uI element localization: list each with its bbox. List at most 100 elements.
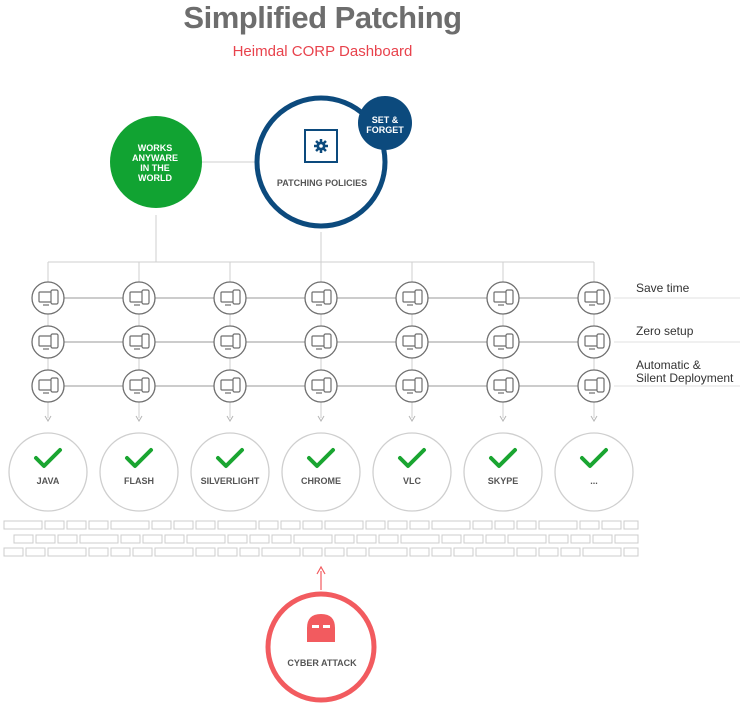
wall-brick [35, 534, 56, 544]
computer-icon [311, 289, 332, 306]
wall-brick [409, 520, 430, 530]
computer-icon [38, 289, 59, 306]
page-subtitle: Heimdal CORP Dashboard [232, 43, 413, 60]
benefit-save-time: Save time [636, 281, 690, 295]
wall-brick [57, 534, 78, 544]
wall-brick [485, 534, 506, 544]
computer-icon [402, 289, 423, 306]
wall-brick [579, 520, 600, 530]
device-node [31, 325, 65, 359]
device-node [395, 281, 429, 315]
computer-icon [129, 377, 150, 394]
wall-brick [378, 534, 399, 544]
wall-brick [173, 520, 194, 530]
wall-brick [623, 547, 639, 557]
wall-brick [368, 547, 408, 557]
device-node [304, 281, 338, 315]
product-circle [190, 432, 270, 512]
wall-brick [293, 534, 333, 544]
cyber-attack-circle [265, 591, 377, 703]
wall-brick [217, 547, 238, 557]
down-arrow-icon [408, 415, 416, 422]
wall-brick [516, 547, 537, 557]
down-arrow-icon [499, 415, 507, 422]
wall-brick [66, 520, 87, 530]
up-arrow-icon [316, 565, 326, 575]
down-arrow-icon [44, 415, 52, 422]
product-circle [463, 432, 543, 512]
wall-brick [195, 547, 216, 557]
product-node [8, 432, 88, 512]
device-node [304, 325, 338, 359]
set-forget-badge [358, 96, 412, 150]
wall-brick [431, 520, 471, 530]
computer-icon [38, 333, 59, 350]
wall-brick [217, 520, 257, 530]
wall-brick [132, 547, 153, 557]
device-node [304, 369, 338, 403]
product-circle [372, 432, 452, 512]
product-circle [554, 432, 634, 512]
wall-brick [365, 520, 386, 530]
cyber-attack-label: CYBER ATTACK [287, 658, 357, 668]
wall-brick [227, 534, 248, 544]
computer-icon [493, 333, 514, 350]
product-node [372, 432, 452, 512]
device-node [486, 325, 520, 359]
checkmark-icon [125, 448, 153, 468]
wall-brick [110, 547, 131, 557]
product-label: ... [590, 476, 598, 486]
hacker-icon [307, 614, 335, 642]
wall-brick [120, 534, 141, 544]
wall-brick [494, 520, 515, 530]
wall-brick [195, 520, 216, 530]
device-node [577, 369, 611, 403]
wall-brick [472, 520, 493, 530]
device-node [486, 281, 520, 315]
wall-brick [13, 534, 34, 544]
computer-icon [311, 333, 332, 350]
wall-brick [79, 534, 119, 544]
device-node [122, 369, 156, 403]
product-node [99, 432, 179, 512]
wall-brick [261, 547, 301, 557]
wall-brick [409, 547, 430, 557]
wall-brick [239, 547, 260, 557]
wall-brick [280, 520, 301, 530]
down-arrow-icon [317, 415, 325, 422]
works-anywhere-label: WORKS ANYWARE IN THE WORLD [131, 143, 178, 183]
device-node [122, 281, 156, 315]
product-label: SKYPE [487, 476, 519, 486]
wall-brick [3, 547, 24, 557]
device-node [577, 325, 611, 359]
computer-icon [38, 377, 59, 394]
gear-glyph [314, 139, 328, 153]
device-node [395, 325, 429, 359]
checkmark-icon [398, 448, 426, 468]
wall-brick [570, 534, 591, 544]
wall-brick [110, 520, 150, 530]
computer-icon [402, 377, 423, 394]
wall-brick [356, 534, 377, 544]
product-circle [99, 432, 179, 512]
down-arrow-icon [590, 415, 598, 422]
wall-brick [592, 534, 613, 544]
wall-brick [560, 547, 581, 557]
wall-brick [538, 520, 578, 530]
wall-brick [400, 534, 440, 544]
wall-brick [151, 520, 172, 530]
wall-brick [164, 534, 185, 544]
product-node [190, 432, 270, 512]
product-label: JAVA [36, 476, 60, 486]
device-node [486, 369, 520, 403]
nodes [8, 95, 634, 703]
wall-brick [623, 520, 639, 530]
benefit-silent-deployment: Automatic & Silent Deployment [636, 358, 734, 385]
set-forget-label: SET & FORGET [366, 115, 404, 135]
wall-brick [47, 547, 87, 557]
firewall [3, 520, 639, 557]
product-circle [8, 432, 88, 512]
wall-brick [441, 534, 462, 544]
product-circle [281, 432, 361, 512]
